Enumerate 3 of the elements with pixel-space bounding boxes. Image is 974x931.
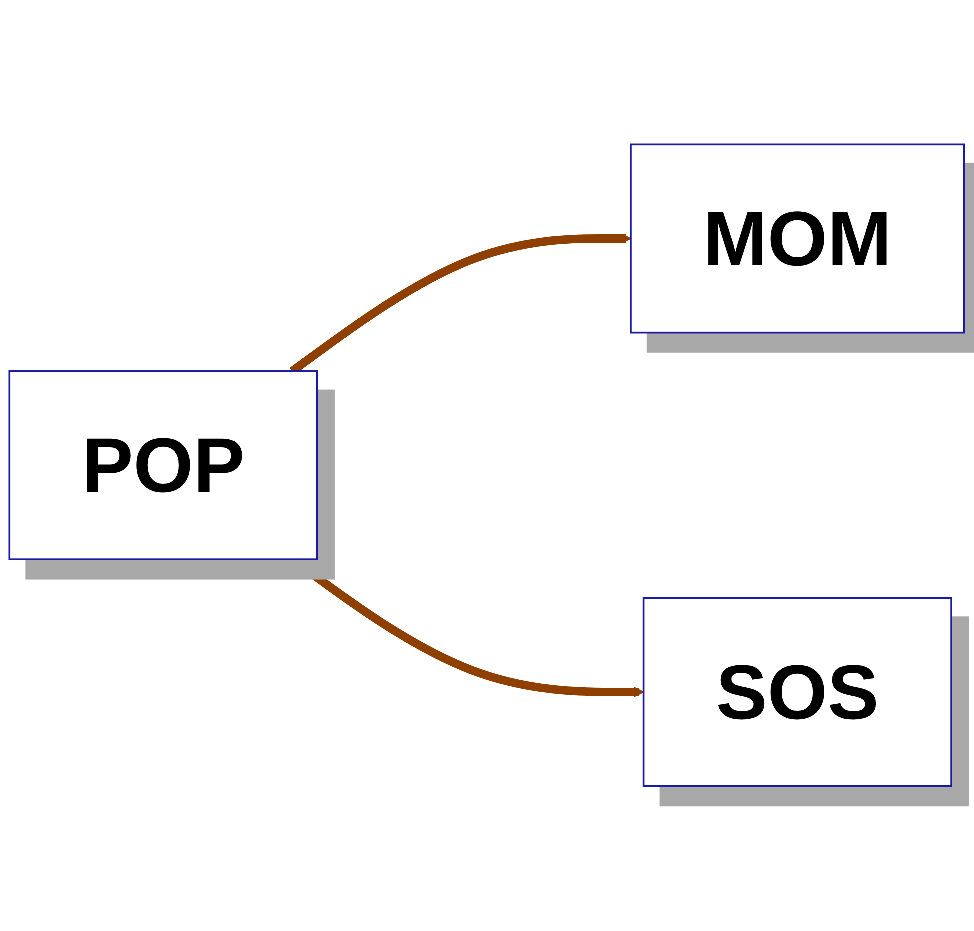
node-box: MOM [630,144,966,334]
node-box: SOS [642,597,952,788]
node-box: POP [8,370,318,560]
